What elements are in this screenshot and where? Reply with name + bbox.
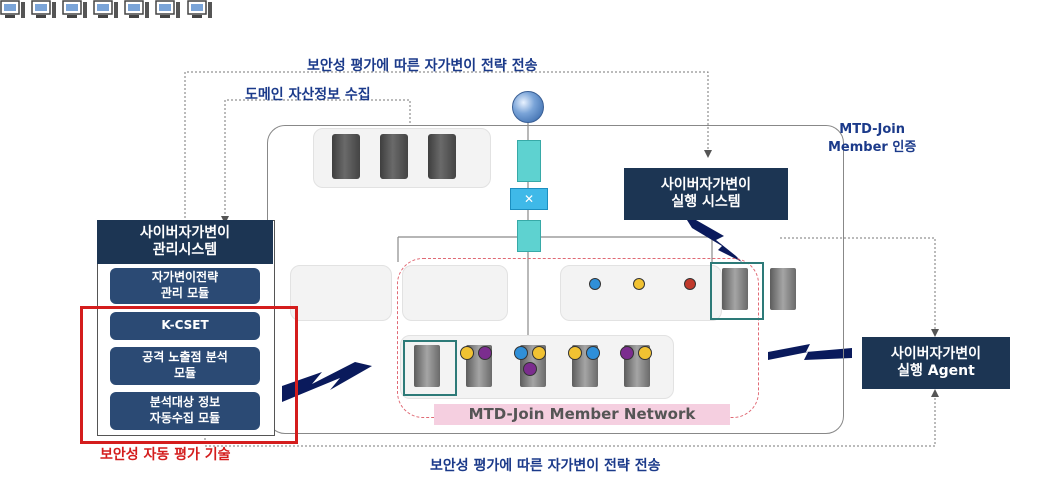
pc-group-right (560, 265, 722, 321)
status-dot (638, 346, 652, 360)
pc-icon (186, 0, 212, 18)
lightning-icon (282, 212, 852, 402)
server-icon (722, 268, 748, 310)
pc-group-left (290, 265, 392, 321)
switch-icon: ✕ (510, 188, 548, 210)
pc-icon (124, 0, 150, 18)
pc-icon (155, 0, 181, 18)
module-attack-surface: 공격 노출점 분석 모듈 (110, 347, 260, 385)
highlighted-server-frame (710, 262, 764, 320)
firewall-icon (517, 140, 541, 182)
execution-agent-box: 사이버자가변이 실행 Agent (862, 337, 1010, 389)
module-kcset: K-CSET (110, 312, 260, 340)
security-eval-label: 보안성 자동 평가 기술 (100, 447, 231, 463)
globe-icon (512, 91, 544, 123)
server-icon (770, 268, 796, 310)
status-dot (568, 346, 582, 360)
pc-icon (62, 0, 88, 18)
module-auto-collect: 분석대상 정보 자동수집 모듈 (110, 392, 260, 430)
server-icon (332, 134, 360, 179)
status-dot (532, 346, 546, 360)
firewall-icon (517, 220, 541, 252)
status-dot (620, 346, 634, 360)
server-icon (380, 134, 408, 179)
mtd-join-auth-label: MTD-Join Member 인증 (828, 122, 917, 155)
server-icon (428, 134, 456, 179)
bottom-arrow-label: 보안성 평가에 따른 자가변이 전략 전송 (430, 458, 661, 474)
status-dot (633, 278, 645, 290)
domain-collect-label: 도메인 자산정보 수집 (245, 87, 371, 103)
status-dot (523, 362, 537, 376)
server-icon (414, 345, 440, 387)
status-dot (514, 346, 528, 360)
top-arrow-label: 보안성 평가에 따른 자가변이 전략 전송 (307, 58, 538, 74)
status-dot (460, 346, 474, 360)
status-dot (684, 278, 696, 290)
member-network-label: MTD-Join Member Network (434, 404, 730, 425)
highlighted-server-frame (403, 340, 457, 396)
pc-icon (93, 0, 119, 18)
pc-icon (0, 0, 25, 18)
status-dot (586, 346, 600, 360)
security-eval-highlight (80, 306, 298, 444)
status-dot (478, 346, 492, 360)
status-dot (589, 278, 601, 290)
pc-icon (31, 0, 57, 18)
management-system-title: 사이버자가변이 관리시스템 (97, 220, 273, 264)
execution-system-box: 사이버자가변이 실행 시스템 (624, 168, 788, 220)
module-strategy: 자가변이전략 관리 모듈 (110, 268, 260, 304)
